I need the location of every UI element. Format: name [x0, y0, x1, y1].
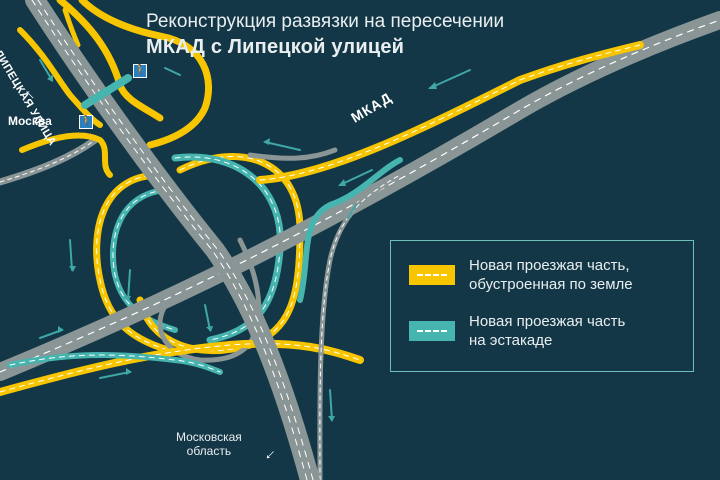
- title-line-1: Реконструкция развязки на пересечении: [146, 11, 505, 32]
- flow-arrow-7: [127, 269, 131, 301]
- ramp-nw-ground-4: [19, 132, 113, 178]
- pedestrian-icon: 🚶: [133, 64, 147, 78]
- mkad-ground-south-dash: [0, 343, 361, 393]
- legend-label-ground: Новая проезжая часть, обустроенная по зе…: [469, 257, 633, 293]
- arrowhead-5: [69, 266, 76, 272]
- arrowhead-2: [338, 179, 346, 186]
- flow-arrow-11: [329, 389, 333, 421]
- arrowhead-7: [206, 326, 213, 332]
- pedestrian-bridge: [81, 74, 132, 109]
- legend-item-ground: Новая проезжая часть, обустроенная по зе…: [409, 256, 633, 294]
- loop-inner-gray: [157, 237, 262, 363]
- flow-arrow-3: [264, 141, 301, 151]
- legend: Новая проезжая часть, обустроенная по зе…: [390, 240, 694, 372]
- lipetskaya-road-dash-b: [37, 0, 314, 480]
- loop-west-outer-dash: [96, 174, 176, 353]
- flow-arrow-12: [347, 204, 357, 219]
- flow-arrow-1: [429, 69, 471, 89]
- arrowhead-1: [428, 82, 437, 89]
- ramp-east-teal: [297, 157, 403, 303]
- legend-item-overpass: Новая проезжая часть на эстакаде: [409, 312, 625, 350]
- arrowhead-3: [263, 138, 270, 145]
- mkad-teal-south-dash: [9, 354, 221, 373]
- arrowhead-8: [58, 326, 64, 333]
- pedestrian-icon: 🚶: [79, 115, 93, 129]
- flow-arrow-2: [339, 169, 373, 186]
- label-oblast-text: Московская область: [176, 430, 242, 458]
- lipetskaya-road-dash-a: [31, 0, 308, 480]
- arrowhead-4: [47, 74, 53, 82]
- loop-west-inner-dash: [112, 189, 176, 331]
- flow-arrow-10: [99, 371, 131, 379]
- map-title: Реконструкция развязки на пересечении МК…: [146, 10, 504, 60]
- ramp-nw-ground-2: [78, 0, 212, 149]
- arrowhead-6: [124, 296, 131, 302]
- flow-arrow-6: [69, 239, 73, 271]
- label-moskovskaya-oblast: Московская область: [176, 430, 242, 458]
- ramp-nw-ground-5: [62, 7, 81, 48]
- legend-swatch-ground: [409, 265, 455, 285]
- label-moskva: Москва: [8, 114, 52, 128]
- mkad-ground-north-dash: [259, 44, 641, 181]
- flow-arrow-8: [204, 304, 211, 331]
- flow-arrow-5: [164, 67, 181, 76]
- legend-label-overpass: Новая проезжая часть на эстакаде: [469, 313, 626, 349]
- arrowhead-10: [328, 416, 335, 422]
- legend-swatch-overpass: [409, 321, 455, 341]
- ramp-ne-gray: [247, 147, 338, 161]
- arrowhead-9: [126, 368, 132, 375]
- ramp-east-gray-dash: [319, 174, 401, 480]
- title-line-2: МКАД с Липецкой улицей: [146, 36, 405, 58]
- lipetskaya-road: [25, 0, 320, 480]
- mkad-road-dash: [0, 19, 720, 373]
- loop-center-big-dash: [139, 156, 301, 352]
- city-road-west-dash: [0, 139, 96, 183]
